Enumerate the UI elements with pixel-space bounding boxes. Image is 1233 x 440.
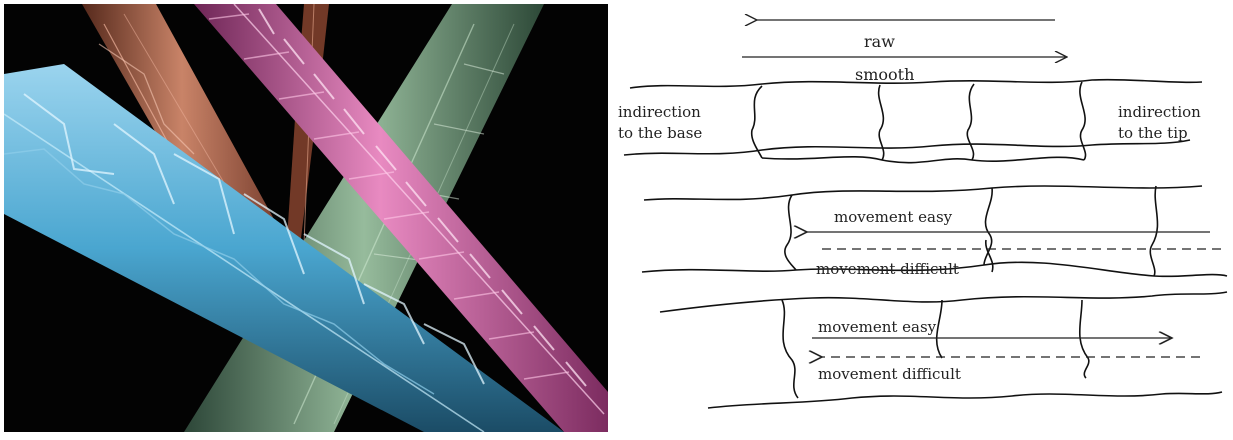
cuticle-diagram-panel: raw smooth indirection to the base indir… bbox=[612, 0, 1233, 436]
movement-easy-label-2: movement easy bbox=[818, 318, 937, 336]
indirection-tip-line1: indirection bbox=[1118, 103, 1201, 121]
movement-difficult-label-2: movement difficult bbox=[818, 365, 961, 383]
cuticle-friction-diagram: raw smooth indirection to the base indir… bbox=[612, 0, 1233, 436]
movement-difficult-label-1: movement difficult bbox=[816, 260, 959, 278]
fiber-micrograph-image bbox=[4, 4, 608, 432]
movement-easy-label-1: movement easy bbox=[834, 208, 953, 226]
fiber-micrograph-panel bbox=[4, 4, 608, 432]
top-fiber-outline bbox=[624, 80, 1202, 163]
smooth-label: smooth bbox=[855, 65, 914, 84]
indirection-base-line2: to the base bbox=[618, 124, 702, 142]
bottom-fiber-outline bbox=[660, 292, 1227, 408]
indirection-base-line1: indirection bbox=[618, 103, 701, 121]
indirection-tip-line2: to the tip bbox=[1118, 124, 1188, 142]
raw-label: raw bbox=[864, 32, 895, 51]
